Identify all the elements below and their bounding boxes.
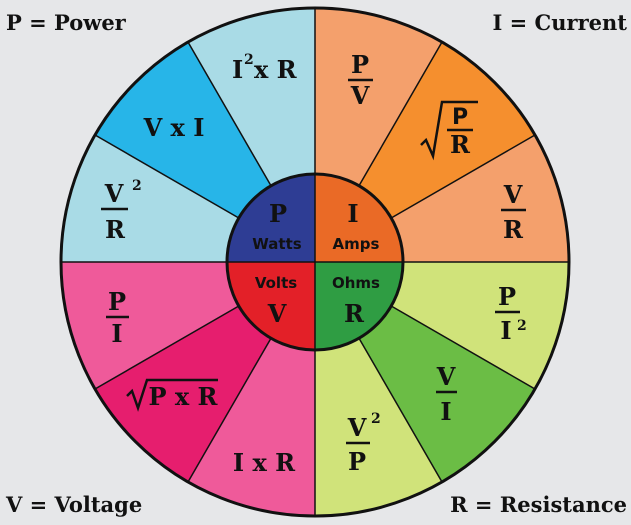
formula-v2-over-r-exponent: 2 [132,178,142,194]
legend-current: I = Current [492,10,627,35]
legend-voltage: V = Voltage [6,492,143,517]
formula-sqrt-p-x-r-text: P x R [148,382,218,411]
formula-sqrt-p-over-r-denominator: R [450,130,471,159]
formula-sqrt-p-x-r-radical [126,378,218,412]
center-voltage-unit: Volts [255,274,297,292]
formula-v2-over-r: V 2 R [101,178,142,244]
formula-v-over-r: V R [501,180,526,244]
formula-v2-over-p: V 2 P [346,411,381,476]
sector-divider [95,305,240,390]
legend-resistance: R = Resistance [450,492,627,517]
center-voltage-symbol: V [267,299,287,328]
formula-v2-over-p-exponent: 2 [371,411,381,427]
formula-v-x-i: V x I [143,113,205,142]
center-resistance-symbol: R [344,299,365,328]
formula-p-over-v-denominator: V [350,81,370,110]
sector-resistance-v2-over-p [315,338,442,515]
formula-v2-over-p-denominator: P [348,447,366,476]
formula-i2r-exponent: 2 [244,52,254,68]
sector-divider [390,134,535,219]
formula-v2-over-p-numerator: V [347,413,367,442]
sector-divider [95,134,240,219]
sector-voltage-p-over-i [62,262,239,389]
formula-v2-over-r-denominator: R [105,215,126,244]
sector-divider [390,305,535,390]
sector-power-i2r [188,9,315,186]
sector-divider [187,337,272,482]
sector-resistance-v-over-i [359,306,535,482]
formula-p-over-i2-exponent: 2 [517,318,527,334]
formula-p-over-v: P V [348,50,373,110]
formula-p-over-i: P I [106,287,129,348]
formula-v-over-r-denominator: R [503,215,524,244]
center-power-unit: Watts [252,235,301,253]
formula-p-over-i-numerator: P [108,287,126,316]
center-power-symbol: P [269,199,287,228]
sector-voltage-sqrt-p-x-r [95,306,272,482]
center-current-quadrant [315,174,403,262]
formula-p-over-v-numerator: P [351,50,369,79]
sector-power-v2-over-r [62,135,239,262]
center-power-quadrant [227,174,315,262]
formula-sqrt-p-over-r-radical [420,100,478,161]
formula-v-over-r-numerator: V [503,180,523,209]
formula-v-over-i: V I [436,362,457,426]
formula-sqrt-p-over-r: P R [420,100,478,161]
formula-i-x-r: I x R [233,448,296,477]
center-current-symbol: I [347,199,358,228]
sector-current-v-over-r [391,135,568,262]
formula-v2-over-r-numerator: V [104,179,124,208]
formula-v-over-i-denominator: I [440,397,451,426]
center-resistance-quadrant [315,262,403,350]
formula-p-over-i2: P I 2 [495,282,527,345]
formula-i2r-rest: x R [254,55,298,84]
legend-power: P = Power [6,10,126,35]
center-resistance-unit: Ohms [332,274,380,292]
formula-p-over-i2-denominator: I [500,316,511,345]
formula-p-over-i2-numerator: P [498,282,516,311]
sector-current-sqrt-p-over-r [359,42,535,219]
sector-resistance-p-over-i2 [391,262,568,389]
outer-ring [59,6,571,518]
formula-i2r: I 2 x R [232,52,298,84]
sector-current-p-over-v [315,9,442,186]
sector-power-v-x-i [95,42,272,219]
formula-i2r-base: I [232,55,243,84]
sector-voltage-i-x-r [188,338,315,515]
formula-v-over-i-numerator: V [436,362,456,391]
sector-divider [358,337,443,482]
formula-sqrt-p-x-r: P x R [126,378,219,412]
sector-divider [187,42,272,187]
formula-p-over-i-denominator: I [111,319,122,348]
sector-divider [358,42,443,187]
center-current-unit: Amps [333,235,380,253]
center-voltage-quadrant [227,262,315,350]
inner-ring [225,172,405,352]
formula-sqrt-p-over-r-numerator: P [452,105,468,130]
